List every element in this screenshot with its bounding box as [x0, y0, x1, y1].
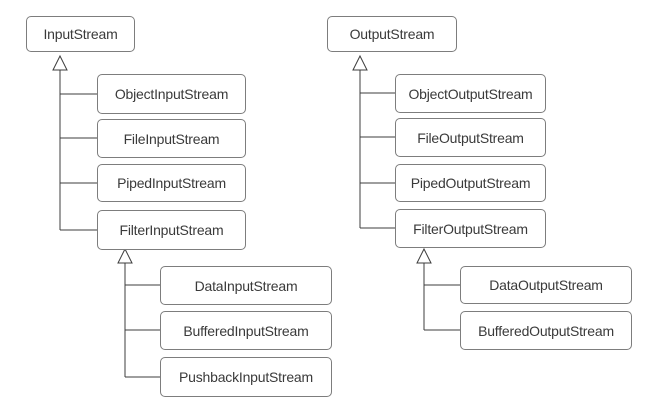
class-box-pipedoutputstream: PipedOutputStream [395, 164, 546, 202]
class-box-bufferedoutputstream: BufferedOutputStream [460, 311, 632, 350]
class-box-pipedinputstream: PipedInputStream [97, 164, 246, 202]
class-box-datainputstream: DataInputStream [160, 266, 332, 305]
inheritance-arrow-filter-input [117, 247, 133, 264]
class-box-inputstream: InputStream [26, 16, 135, 52]
class-box-filteroutputstream: FilterOutputStream [395, 209, 546, 248]
class-box-pushbackinputstream: PushbackInputStream [160, 357, 332, 397]
class-box-dataoutputstream: DataOutputStream [460, 266, 632, 304]
inheritance-arrow-output [352, 54, 368, 71]
class-box-bufferedinputstream: BufferedInputStream [160, 311, 332, 350]
inheritance-arrow-input [52, 54, 68, 71]
class-box-fileinputstream: FileInputStream [97, 119, 246, 158]
class-box-outputstream: OutputStream [327, 16, 457, 52]
class-box-filterinputstream: FilterInputStream [97, 210, 246, 250]
class-box-fileoutputstream: FileOutputStream [395, 118, 546, 157]
inheritance-arrow-filter-output [416, 247, 432, 264]
class-box-objectoutputstream: ObjectOutputStream [395, 74, 546, 113]
class-box-objectinputstream: ObjectInputStream [97, 74, 246, 114]
